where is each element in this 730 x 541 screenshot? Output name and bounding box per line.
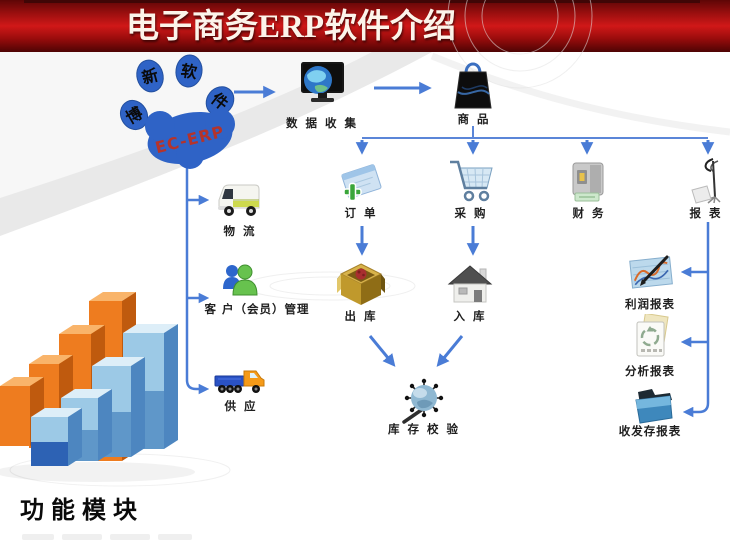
inventory-check-icon [397,378,451,424]
inout-report-icon [630,386,676,426]
purchase-icon [446,158,496,204]
inventory-check-label: 库 存 校 验 [387,422,461,436]
supply-label: 供 应 [224,399,258,413]
order-label: 订 单 [344,206,378,220]
report-icon [684,156,728,204]
customer-mgmt-label: 客 户（会员）管理 [204,302,310,316]
outbound-label: 出 库 [344,309,378,323]
finance-icon [567,160,611,204]
logistics-label: 物 流 [223,224,257,238]
finance-label: 财 务 [572,206,606,220]
inbound-label: 入 库 [453,309,487,323]
supply-icon [213,366,269,398]
page-title: 电子商务ERP软件介绍 [126,9,456,45]
product-icon [450,57,496,113]
profit-report-label: 利润报表 [625,297,675,311]
paw-logo: 博 新 软 件 EC-ERP [119,54,235,169]
data-collection-icon [297,62,347,110]
customers-icon [220,262,260,300]
cutoff-text-decor [22,534,192,540]
banner-topline [24,0,700,3]
order-icon [337,158,385,206]
report-label: 报 表 [689,206,723,220]
arrow-outbound-to-check [368,335,396,367]
inout-report-label: 收发存报表 [618,424,682,438]
profit-report-icon [628,252,674,292]
arrow-to-inout-report [682,222,710,418]
purchase-label: 采 购 [454,206,488,220]
outbound-icon [337,262,385,308]
paw-toe-char-3: 软 [180,61,199,82]
bar-chart-graphic [0,292,195,482]
arrow-inbound-to-check [436,335,464,367]
inbound-icon [447,262,493,306]
data-collection-label: 数 据 收 集 [285,116,359,130]
logistics-icon [213,178,267,224]
arrow-to-supply [185,162,210,395]
title-banner [0,0,730,52]
paw-pad [145,109,235,169]
paw-toe-char-2: 新 [140,65,160,87]
product-label: 商 品 [457,112,491,126]
section-heading: 功能模块 [20,498,144,524]
analysis-report-label: 分析报表 [625,364,675,378]
analysis-report-icon [632,314,672,360]
